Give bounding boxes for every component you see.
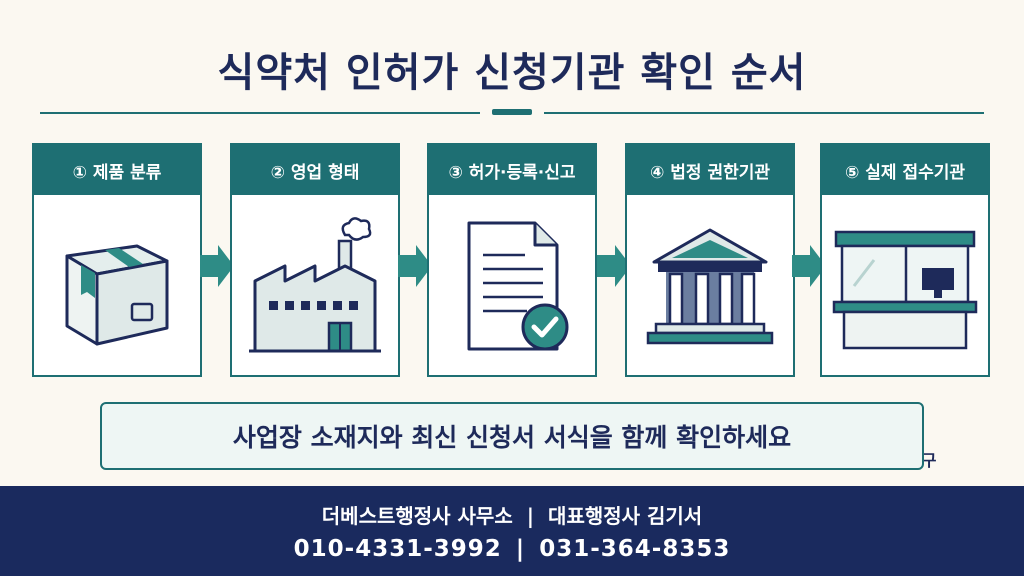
- reception-desk-icon: [832, 230, 978, 350]
- step-card-business-type: ② 영업 형태: [230, 143, 400, 377]
- step-label: ② 영업 형태: [232, 145, 398, 195]
- phone-office[interactable]: 031-364-8353: [539, 536, 731, 562]
- notice-text: 사업장 소재지와 최신 신청서 서식을 함께 확인하세요: [232, 423, 792, 452]
- factory-icon: [249, 217, 381, 353]
- step-label: ④ 법정 권한기관: [627, 145, 793, 195]
- footer-phone-line: 010-4331-3992 | 031-364-8353: [0, 536, 1024, 562]
- footer: 더베스트행정사 사무소|대표행정사 김기서 010-4331-3992|031-…: [0, 486, 1024, 576]
- title-divider-accent: [492, 109, 532, 115]
- phone-mobile[interactable]: 010-4331-3992: [293, 536, 502, 562]
- footer-office-line: 더베스트행정사 사무소 | 대표행정사 김기서: [0, 500, 1024, 529]
- title-divider-left: [40, 112, 480, 114]
- box-icon: [65, 244, 169, 346]
- notice-banner: 사업장 소재지와 최신 신청서 서식을 함께 확인하세요: [100, 402, 924, 470]
- title-divider-right: [544, 112, 984, 114]
- arrow-right-icon: [792, 245, 826, 287]
- arrow-right-icon: [398, 245, 432, 287]
- document-check-icon: [467, 221, 569, 351]
- separator: |: [515, 536, 526, 562]
- arrow-right-icon: [597, 245, 631, 287]
- step-card-product-classification: ① 제품 분류: [32, 143, 202, 377]
- office-name: 더베스트행정사 사무소: [321, 504, 513, 528]
- arrow-right-icon: [200, 245, 234, 287]
- step-card-legal-authority: ④ 법정 권한기관: [625, 143, 795, 377]
- government-building-icon: [646, 228, 774, 345]
- step-card-actual-reception: ⑤ 실제 접수기관 접수창구: [820, 143, 990, 470]
- step-label: ① 제품 분류: [34, 145, 200, 195]
- separator: |: [526, 504, 535, 528]
- step-label: ⑤ 실제 접수기관: [822, 145, 988, 195]
- page-title: 식약처 인허가 신청기관 확인 순서: [217, 50, 807, 96]
- representative-name: 대표행정사 김기서: [548, 504, 703, 528]
- step-label: ③ 허가·등록·신고: [429, 145, 595, 195]
- step-card-permit-registration-report: ③ 허가·등록·신고: [427, 143, 597, 377]
